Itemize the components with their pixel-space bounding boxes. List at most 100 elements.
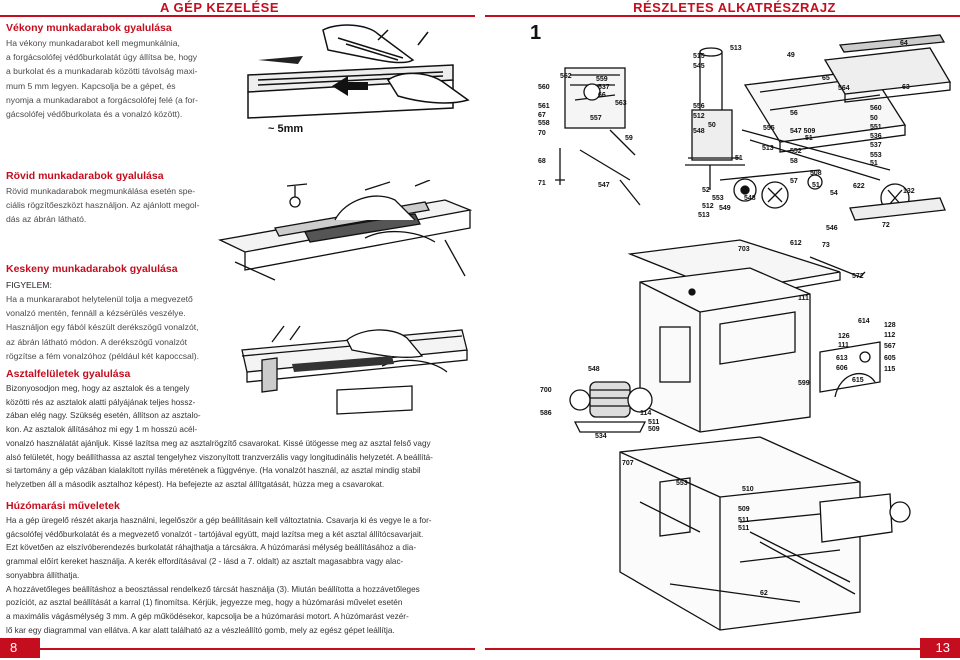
part-number-label: 536: [870, 133, 882, 140]
part-number-label: 549: [719, 205, 731, 212]
part-number-label: 613: [836, 355, 848, 362]
text-line: Rövid munkadarabok megmunkálása esetén s…: [6, 186, 196, 196]
section-narrow-workpieces: Keskeny munkadarabok gyalulása FIGYELEM:…: [6, 263, 236, 363]
part-number-label: 546: [826, 225, 838, 232]
text-line: lő kar egy diagrammal van ellátva. A kar…: [6, 625, 395, 635]
right-header-bar: RÉSZLETES ALKATRÉSZRAJZ: [485, 0, 960, 15]
part-number-label: 71: [538, 180, 546, 187]
part-number-label: 605: [884, 355, 896, 362]
text-line: nyomja a munkadarabot a forgácsolófej fe…: [6, 94, 199, 105]
text-line: dás az ábrán látható.: [6, 214, 87, 225]
part-number-label: 510: [742, 486, 754, 493]
part-number-label: 586: [540, 410, 552, 417]
part-number-label: 62: [760, 590, 768, 597]
part-number-label: 553: [870, 152, 882, 159]
part-number-label: 111: [798, 295, 809, 302]
part-number-label: 73: [822, 242, 830, 249]
text-line: alsó felületét, hogy beállíthassa az asz…: [6, 452, 433, 462]
left-header-rule: [0, 15, 475, 17]
section-thin-workpieces: Vékony munkadarabok gyalulása Ha vékony …: [6, 22, 226, 121]
arrow-left-icon: [332, 76, 368, 96]
exploded-parts-diagram-bottom: [569, 239, 911, 631]
right-bottom-rule: [485, 648, 960, 650]
part-number-label: 555: [763, 125, 775, 132]
part-number-label: 614: [858, 318, 870, 325]
text-line: A hozzávetőleges beállításhoz a beosztás…: [6, 584, 420, 594]
part-number-label: 552: [790, 148, 802, 155]
section-title: Húzómarási műveletek: [6, 500, 120, 512]
part-number-label: 553: [712, 195, 724, 202]
text-line: gácsolófej védőburkolata és a vonalzó kö…: [6, 109, 183, 120]
part-number-label: 56: [790, 110, 798, 117]
part-number-label: 111: [838, 342, 849, 349]
part-number-label: 564: [838, 85, 850, 92]
part-number-label: 547 509: [790, 128, 816, 135]
part-number-label: 548: [744, 195, 756, 202]
section-title: Rövid munkadarabok gyalulása: [6, 170, 164, 182]
left-header-bar: A GÉP KEZELÉSE: [0, 0, 475, 15]
text-line: Bizonyosodjon meg, hogy az asztalok és a…: [6, 384, 190, 393]
text-line: az ábrán látható módon. A derékszögű von…: [6, 336, 188, 347]
part-number-label: 534: [595, 433, 607, 440]
part-number-label: 511: [738, 525, 750, 532]
part-number-label: 612: [790, 240, 802, 247]
part-number-label: 547: [598, 182, 610, 189]
section-title: Keskeny munkadarabok gyalulása: [6, 263, 178, 275]
warning-label: FIGYELEM:: [6, 280, 52, 290]
text-line: vonalzó mentén, fennáll a kézsérülés ves…: [6, 308, 186, 319]
text-line: Ha a munkararabot helytelenül tolja a me…: [6, 294, 193, 304]
part-number-label: 68: [538, 158, 546, 165]
left-header-title: A GÉP KEZELÉSE: [160, 0, 279, 15]
text-line: grammal előírt kereket használja. A keré…: [6, 557, 404, 567]
part-number-label: 50: [708, 122, 716, 129]
part-number-label: 112: [884, 332, 896, 339]
text-line: Ezt követően az elszívóberendezés burkol…: [6, 543, 417, 553]
part-number-label: 51: [805, 135, 813, 142]
right-header-rule: [485, 15, 960, 17]
section-short-workpieces: Rövid munkadarabok gyalulása Rövid munka…: [6, 170, 216, 227]
part-number-label: 561: [538, 103, 550, 110]
part-number-label: 567: [884, 343, 896, 350]
narrow-workpiece-illustration: [241, 325, 468, 415]
part-number-label: 572: [852, 273, 864, 280]
part-number-label: 559: [596, 76, 608, 83]
part-number-label: 560: [870, 105, 882, 112]
text-line: gácsolófej védőburkolatát és a megvezető…: [6, 529, 424, 539]
part-number-label: 511: [738, 517, 750, 524]
text-line: Ha a gép üregelő részét akarja használni…: [6, 516, 432, 525]
part-number-label: 513: [698, 212, 710, 219]
text-line: helyzetben áll a második asztalhoz képes…: [6, 479, 385, 489]
part-number-label: 513: [730, 45, 742, 52]
page-number-left: 8: [0, 638, 40, 658]
part-number-label: 537: [870, 142, 882, 149]
text-line: közötti rés az asztalok alatti pályájána…: [6, 397, 196, 407]
part-number-label: 63: [902, 84, 910, 91]
part-number-label: 51: [870, 160, 878, 167]
text-line: ciális rögzítőeszközt használjon. Az ajá…: [6, 200, 200, 211]
text-line: Ha vékony munkadarabot kell megmunkálnia…: [6, 38, 180, 48]
part-number-label: 72: [882, 222, 890, 229]
page-number-right: 13: [920, 638, 960, 658]
part-number-label: 128: [884, 322, 896, 329]
part-number-label: 622: [853, 183, 865, 190]
part-number-label: 606: [836, 365, 848, 372]
part-number-label: 707: [622, 460, 634, 467]
part-number-label: 50: [870, 115, 878, 122]
thin-workpiece-illustration: ~ 5mm: [247, 24, 470, 135]
short-workpiece-illustration: [217, 180, 473, 281]
part-number-label: 51: [812, 182, 820, 189]
exploded-parts-diagram-top: [555, 34, 952, 221]
part-number-label: 66: [598, 92, 606, 99]
part-number-label: 515: [693, 53, 705, 60]
right-header-title: RÉSZLETES ALKATRÉSZRAJZ: [633, 0, 836, 15]
part-number-label: 132: [903, 188, 915, 195]
part-number-label: 551: [870, 124, 882, 131]
part-number-label: 599: [798, 380, 810, 387]
text-line: a burkolat és a munkadarab közötti távol…: [6, 66, 198, 77]
part-number-label: 114: [640, 410, 652, 417]
section-title: Vékony munkadarabok gyalulása: [6, 22, 172, 34]
text-line: vonalzó használatát ajánljuk. Kissé lazí…: [6, 438, 431, 448]
text-line: a forgácsolófej védőburkolatát úgy állít…: [6, 52, 198, 63]
text-line: sonyabbra állíthatja.: [6, 570, 80, 580]
part-number-label: 64: [900, 40, 908, 47]
